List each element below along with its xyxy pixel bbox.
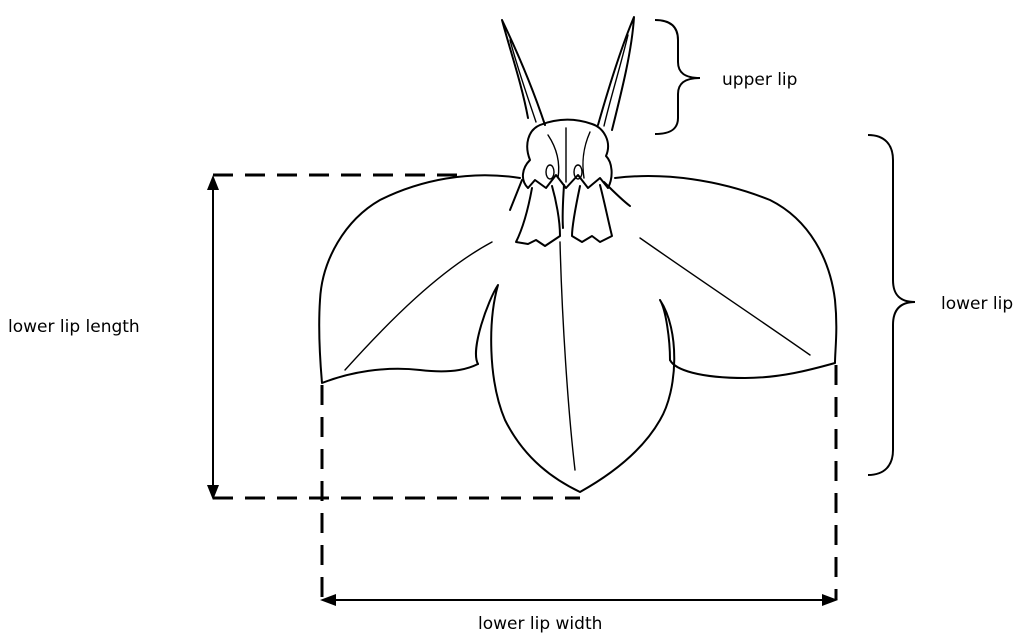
upper-lip-brace (655, 20, 700, 134)
lower-lip-label: lower lip (941, 294, 1013, 314)
upper-lip-label: upper lip (722, 70, 797, 90)
length-arrow (207, 175, 219, 500)
flower-column (510, 120, 630, 246)
lower-lip-brace (868, 135, 915, 475)
upper-lip-shape (502, 17, 634, 130)
measurement-guides (213, 175, 836, 600)
lower-lip-width-label: lower lip width (474, 614, 606, 634)
lower-lip-length-label: lower lip length (8, 317, 140, 337)
lower-lip-shape (319, 175, 836, 492)
width-arrow (320, 594, 838, 606)
